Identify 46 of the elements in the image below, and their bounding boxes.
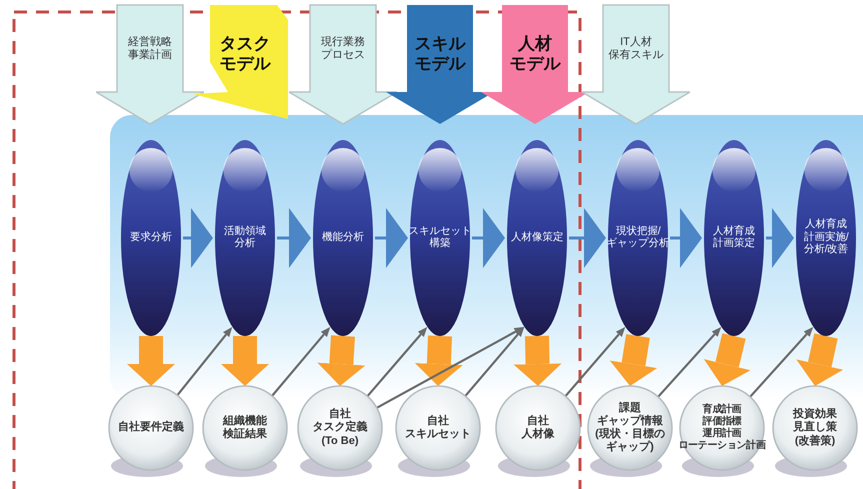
process-label: 活動領域分析	[223, 224, 267, 250]
arrow-label: 現行業務プロセス	[320, 36, 366, 62]
chevron-arrow	[569, 208, 606, 268]
process-label: 人材育成計画実施/分析/改善	[802, 218, 850, 256]
chevron-arrow	[375, 208, 408, 268]
output-label: 課題ギャップ情報(現状・目標のギャップ)	[595, 402, 665, 454]
model-label: 人材モデル	[508, 34, 562, 75]
output-label: 投資効果見直し策(改善策)	[793, 408, 837, 448]
output-label: ローテーション計画	[678, 440, 766, 452]
block-arrow	[317, 335, 366, 386]
arrow	[271, 326, 330, 397]
arrow	[749, 326, 814, 398]
arrow-label: IT人材保有スキル	[608, 36, 664, 62]
process-label: 人材像策定	[510, 231, 564, 244]
block-arrow	[221, 336, 269, 386]
output-label: 自社要件定義	[118, 421, 184, 435]
arrow-label: 経営戦略事業計画	[127, 36, 173, 62]
process-label: 人材育成計画策定	[712, 224, 756, 250]
output-label: 組織機能検証結果	[223, 414, 267, 442]
arrow	[376, 326, 524, 409]
arrow	[366, 326, 428, 397]
block-arrow	[610, 334, 658, 386]
output-label: 評価指標	[702, 416, 742, 428]
output-label: 育成計画	[702, 404, 742, 416]
chevron-arrow	[472, 208, 505, 268]
block-arrow	[414, 336, 463, 386]
model-label: スキルモデル	[414, 34, 467, 75]
model-label: タスクモデル	[218, 34, 272, 75]
output-label: 自社人材像	[522, 414, 554, 442]
block-arrow	[796, 333, 844, 386]
block-arrow	[704, 333, 750, 386]
arrow	[176, 326, 232, 396]
chevron-arrow	[670, 208, 702, 268]
arrow	[657, 326, 722, 398]
output-label: 運用計画	[702, 428, 742, 440]
arrow	[564, 326, 626, 397]
block-arrow	[514, 336, 562, 386]
chevron-arrow	[277, 208, 311, 268]
chevron-arrow	[183, 208, 213, 268]
process-label: 要求分析	[129, 231, 173, 244]
output-label: 自社スキルセット	[405, 414, 471, 442]
arrow	[464, 326, 524, 397]
output-label: 自社タスク定義(To Be)	[312, 408, 368, 448]
block-arrow	[127, 336, 175, 386]
process-label: 機能分析	[321, 231, 365, 244]
chevron-arrow	[766, 208, 794, 268]
